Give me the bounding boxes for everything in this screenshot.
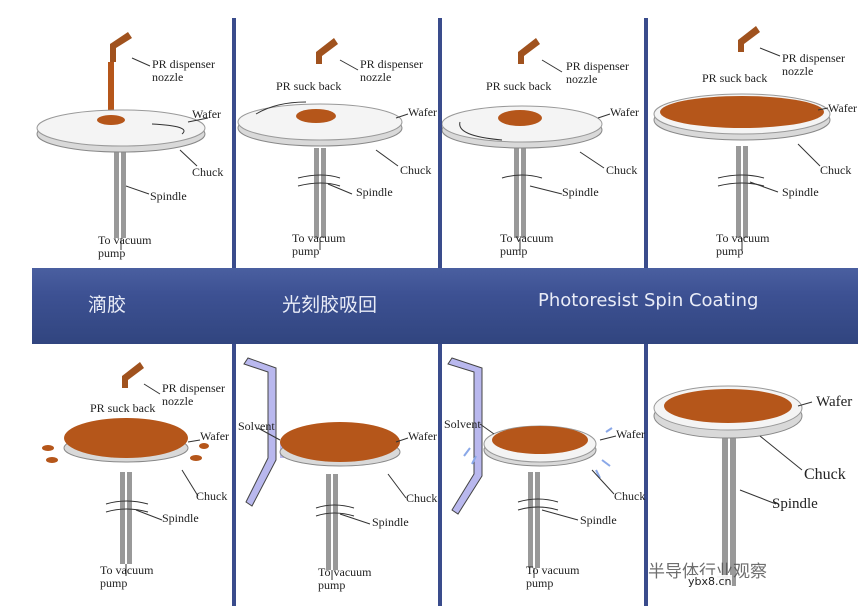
fling-off-diagram xyxy=(42,362,209,576)
spindle xyxy=(326,474,331,570)
label-chuck: Chuck xyxy=(820,163,852,177)
label-wafer: Wafer xyxy=(192,107,222,121)
solvent-spin-diagram xyxy=(447,357,617,578)
label-spindle: Spindle xyxy=(772,496,818,512)
label-suck-back: PR suck back xyxy=(702,71,768,85)
label-wafer: Wafer xyxy=(610,105,640,119)
panel-solvent: Solvent Wafer Chuck Spindle To vacuum pu… xyxy=(236,344,438,606)
panel-spread: PR dispenser nozzle PR suck back Wafer C… xyxy=(648,18,858,268)
nozzle xyxy=(518,38,540,64)
spindle xyxy=(736,146,741,238)
resist-film xyxy=(664,389,792,423)
resist-puddle xyxy=(296,109,336,123)
solvent-nozzle xyxy=(447,357,483,515)
label-spindle: Spindle xyxy=(162,511,199,525)
spindle xyxy=(114,146,119,238)
label-wafer: Wafer xyxy=(408,105,438,119)
label-wafer: Wafer xyxy=(200,429,230,443)
label-chuck: Chuck xyxy=(804,466,846,483)
nozzle xyxy=(110,32,132,62)
label-wafer: Wafer xyxy=(408,429,438,443)
spindle xyxy=(120,472,125,564)
label-chuck: Chuck xyxy=(196,489,228,503)
label-spindle: Spindle xyxy=(150,189,187,203)
label-vacuum: To vacuum pump xyxy=(500,231,554,258)
spindle xyxy=(514,148,519,238)
resist-stream xyxy=(108,62,114,118)
spindle xyxy=(314,148,319,238)
resist-puddle xyxy=(97,115,125,125)
label-suck-back: PR suck back xyxy=(276,79,342,93)
spindle xyxy=(722,436,728,586)
label-vacuum: To vacuum pump xyxy=(98,233,152,260)
label-wafer: Wafer xyxy=(828,101,858,115)
label-suck-back: PR suck back xyxy=(486,79,552,93)
label-nozzle: PR dispenser nozzle xyxy=(782,51,845,78)
panel-coated: Wafer Chuck Spindle xyxy=(648,344,858,606)
label-nozzle: PR dispenser nozzle xyxy=(360,57,423,84)
nozzle xyxy=(122,362,144,388)
label-chuck: Chuck xyxy=(406,491,438,505)
label-spindle: Spindle xyxy=(580,513,617,527)
label-nozzle: PR dispenser nozzle xyxy=(152,57,215,84)
section-band: 滴胶 光刻胶吸回 Photoresist Spin Coating xyxy=(32,268,858,344)
band-step-dispense: 滴胶 xyxy=(88,294,127,316)
resist-droplet xyxy=(199,443,209,449)
separator xyxy=(232,344,236,606)
spread-diagram xyxy=(653,26,831,250)
solvent-nozzle xyxy=(243,357,277,507)
label-wafer: Wafer xyxy=(616,427,646,441)
label-solvent: Solvent xyxy=(444,417,481,431)
suck-back-diagram-2 xyxy=(442,38,611,250)
label-solvent: Solvent xyxy=(238,419,275,433)
resist-film xyxy=(492,426,588,454)
label-vacuum: To vacuum pump xyxy=(526,563,580,590)
coated-diagram xyxy=(653,385,813,586)
band-step-suck-back: 光刻胶吸回 xyxy=(282,294,378,316)
watermark-domain: ybx8.cn xyxy=(688,575,732,588)
label-spindle: Spindle xyxy=(372,515,409,529)
label-chuck: Chuck xyxy=(192,165,224,179)
label-chuck: Chuck xyxy=(614,489,646,503)
label-spindle: Spindle xyxy=(782,185,819,199)
watermark: 半导体行业观察 xyxy=(648,562,767,582)
resist-droplet xyxy=(190,455,202,461)
label-chuck: Chuck xyxy=(606,163,638,177)
label-vacuum: To vacuum pump xyxy=(318,565,372,592)
resist-film xyxy=(64,418,188,458)
resist-droplet xyxy=(42,445,54,451)
resist-puddle xyxy=(498,110,542,126)
spindle xyxy=(528,472,533,568)
wafer xyxy=(36,109,206,147)
separator xyxy=(644,344,648,606)
panel-suck-back-2: PR dispenser nozzle PR suck back Wafer C… xyxy=(442,18,644,268)
band-title: Photoresist Spin Coating xyxy=(538,290,759,311)
suck-back-diagram xyxy=(237,38,409,250)
label-vacuum: To vacuum pump xyxy=(292,231,346,258)
separator xyxy=(232,18,236,268)
panel-suck-back: PR dispenser nozzle PR suck back Wafer C… xyxy=(236,18,438,268)
nozzle xyxy=(738,26,760,52)
dispense-diagram xyxy=(36,32,209,250)
label-vacuum: To vacuum pump xyxy=(716,231,770,258)
solvent-diagram xyxy=(243,357,409,580)
panel-fling-off: PR dispenser nozzle PR suck back Wafer C… xyxy=(32,344,232,606)
label-wafer: Wafer xyxy=(816,394,853,410)
label-suck-back: PR suck back xyxy=(90,401,156,415)
panel-dispense: PR dispenser nozzle Wafer Chuck Spindle … xyxy=(32,18,232,268)
panel-solvent-spin: Solvent Wafer Chuck Spindle To vacuum pu… xyxy=(442,344,646,606)
label-spindle: Spindle xyxy=(356,185,393,199)
separator xyxy=(438,344,442,606)
label-nozzle: PR dispenser nozzle xyxy=(566,59,629,86)
label-spindle: Spindle xyxy=(562,185,599,199)
label-chuck: Chuck xyxy=(400,163,432,177)
resist-film xyxy=(280,422,400,462)
separator xyxy=(644,18,648,268)
label-nozzle: PR dispenser nozzle xyxy=(162,381,225,408)
resist-droplet xyxy=(46,457,58,463)
label-vacuum: To vacuum pump xyxy=(100,563,154,590)
nozzle xyxy=(316,38,338,64)
resist-film xyxy=(660,96,824,128)
separator xyxy=(438,18,442,268)
